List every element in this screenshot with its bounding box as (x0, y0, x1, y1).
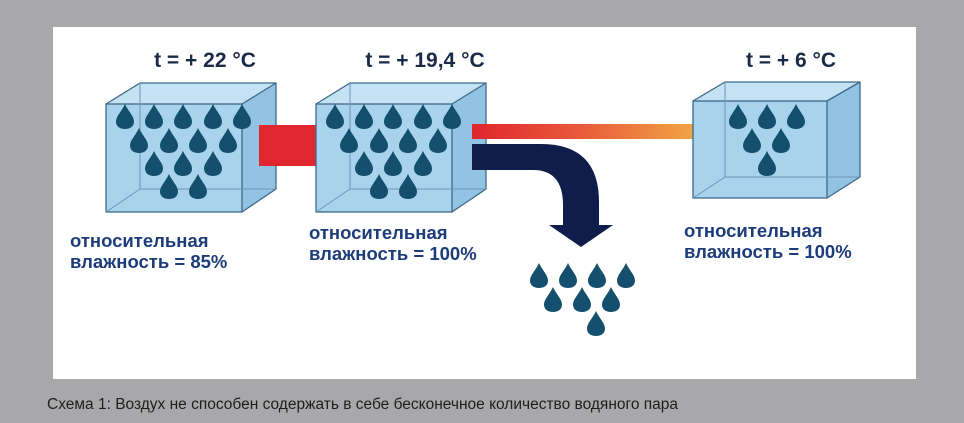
figure-caption: Схема 1: Воздух не способен содержать в … (47, 396, 678, 413)
condensation-arrow (472, 144, 613, 247)
humidity-label-2-line2: влажность = 100% (309, 243, 477, 264)
humidity-label-2: относительная влажность = 100% (309, 222, 477, 264)
humidity-label-3: относительная влажность = 100% (684, 220, 852, 262)
diagram-canvas: t = + 22 °C t = + 19,4 °C t = + 6 °C (105, 49, 861, 336)
diagram-panel: t = + 22 °C t = + 19,4 °C t = + 6 °C (53, 27, 916, 379)
humidity-label-2-line1: относительная (309, 222, 448, 243)
humidity-label-1-line1: относительная (70, 230, 209, 251)
temperature-label-1: t = + 22 °C (154, 49, 256, 72)
humidity-label-3-line2: влажность = 100% (684, 241, 852, 262)
humidity-label-1-line2: влажность = 85% (70, 251, 228, 272)
humidity-label-3-line1: относительная (684, 220, 823, 241)
temperature-label-2: t = + 19,4 °C (365, 49, 484, 72)
temperature-label-3: t = + 6 °C (746, 49, 836, 72)
condensed-droplets (530, 263, 635, 336)
humidity-label-1: относительная влажность = 85% (70, 230, 227, 272)
transfer-arrow-2 (472, 111, 712, 151)
